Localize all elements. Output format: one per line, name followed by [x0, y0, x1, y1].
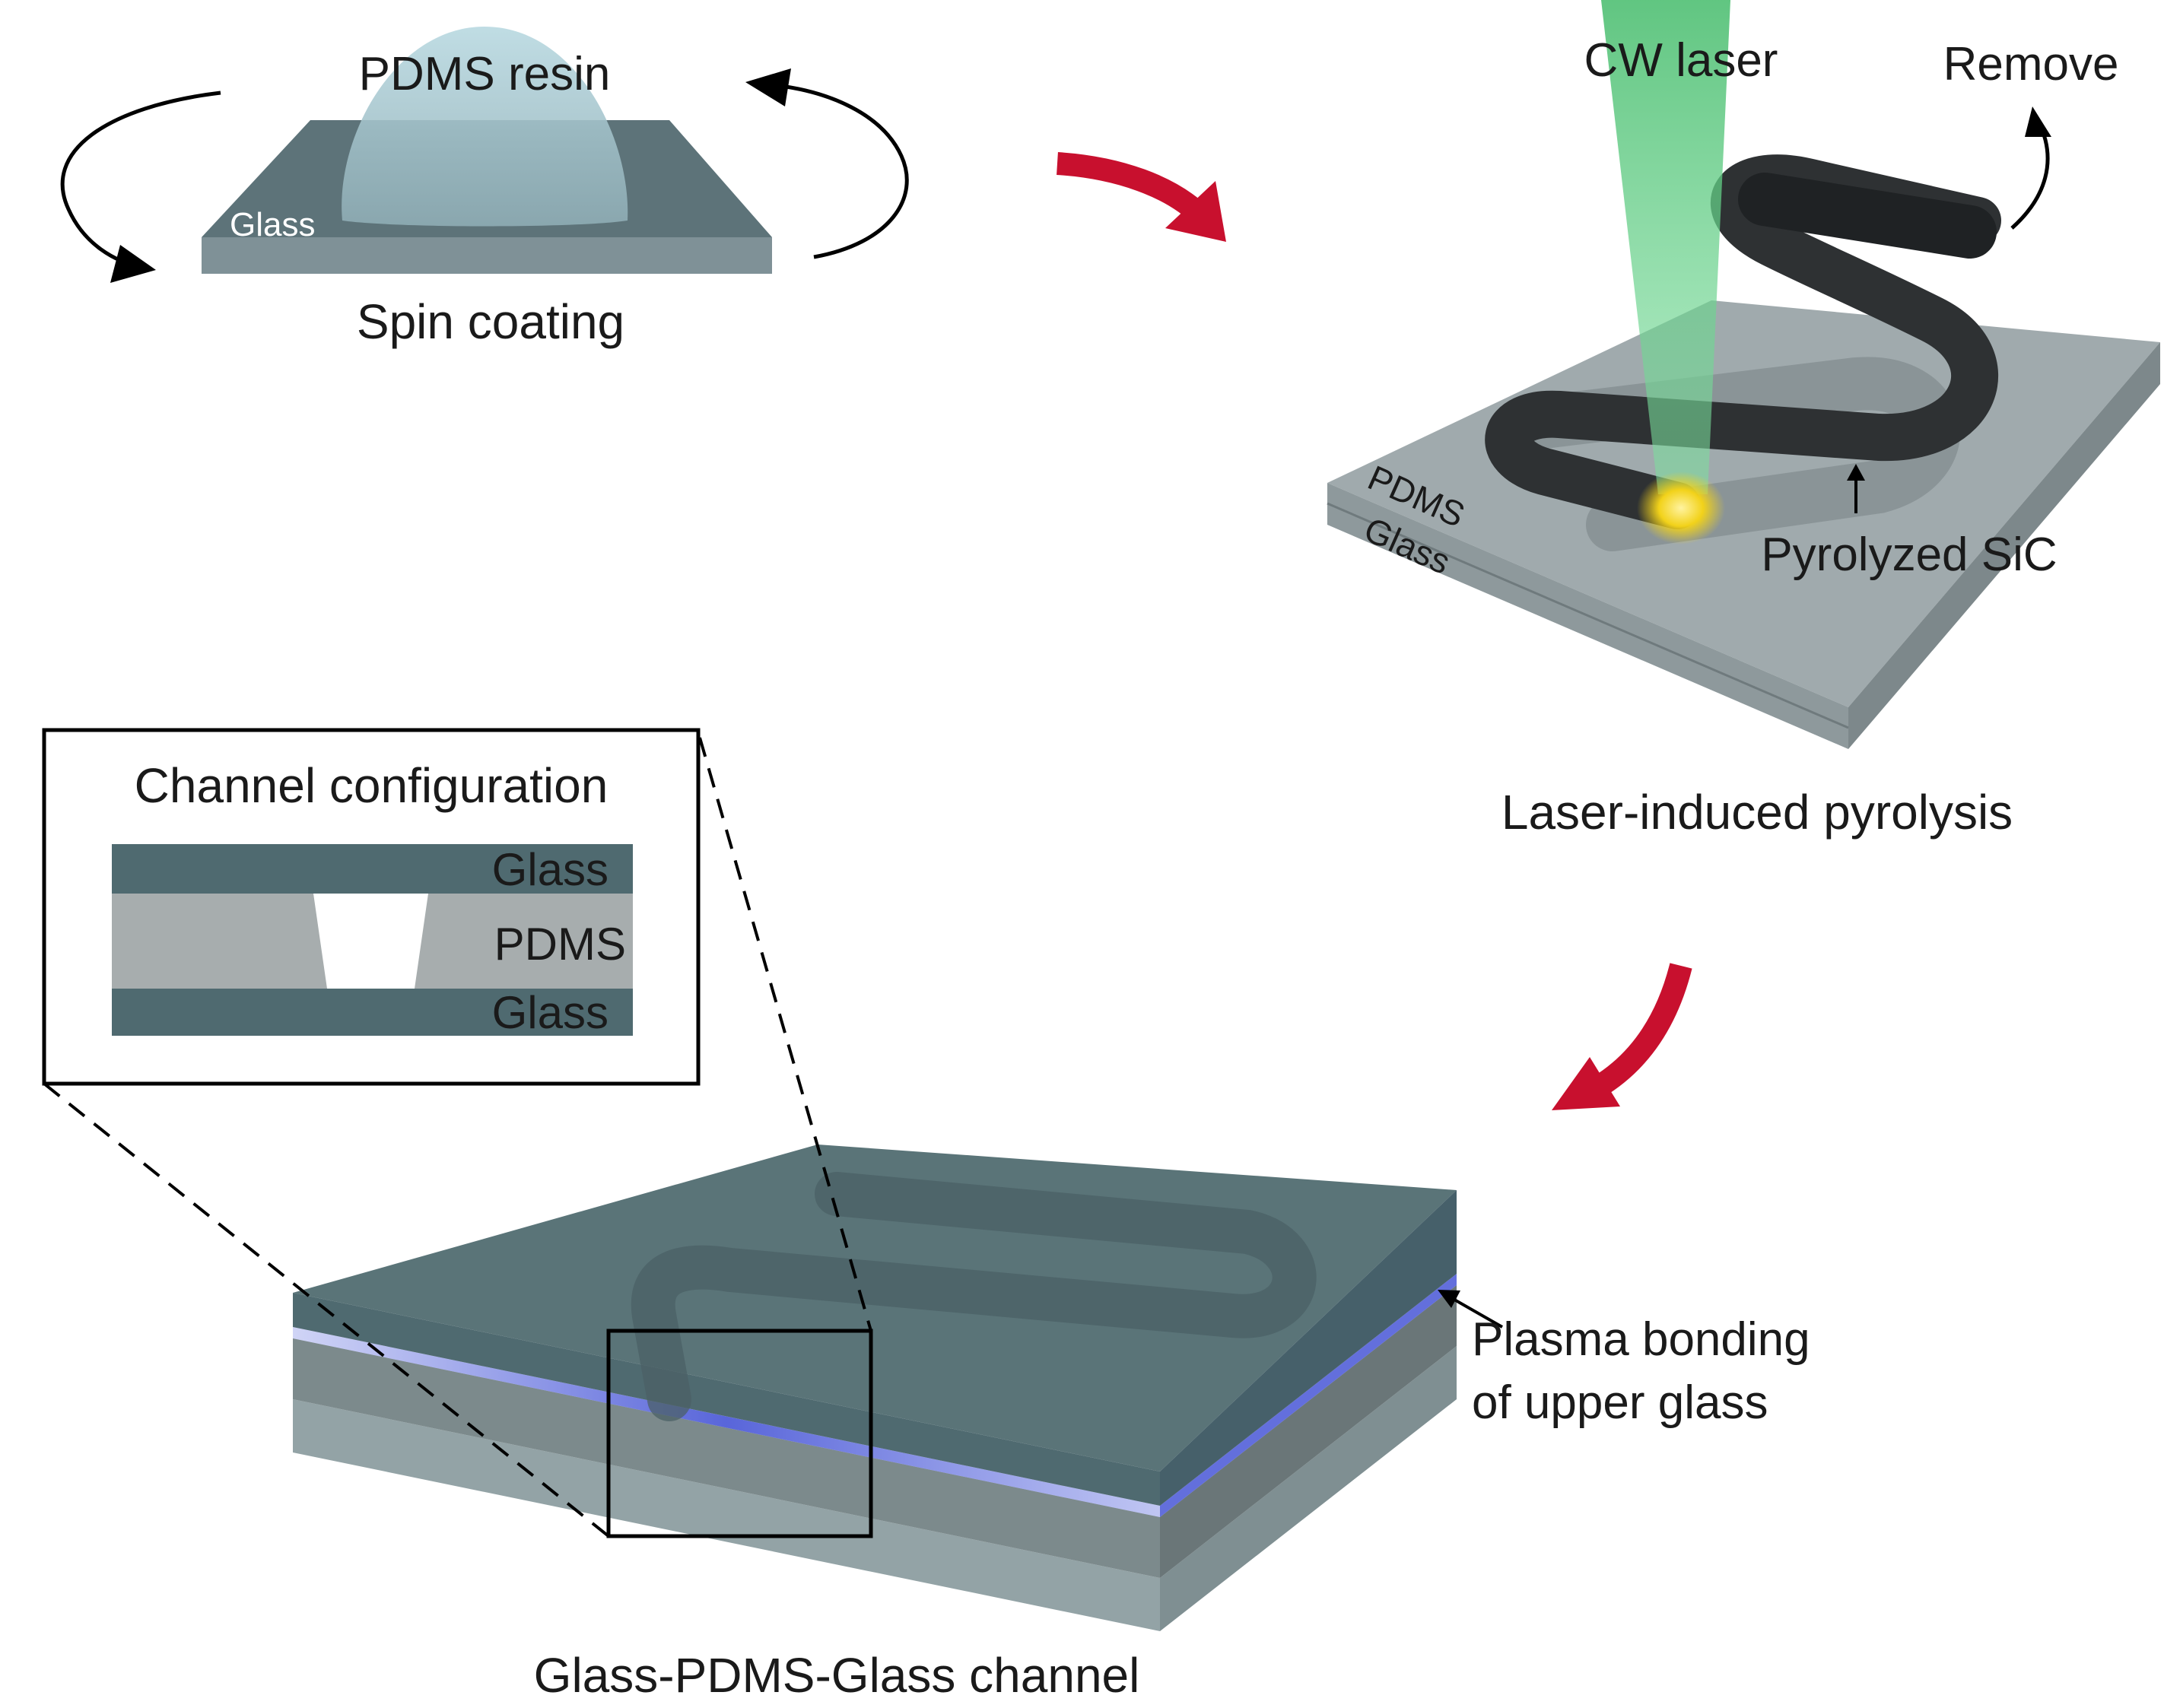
pdms-resin-dome [342, 27, 628, 227]
zoom-connector-left [43, 1082, 610, 1538]
laser-pyrolysis-step: CW laser Remove PDMS Glass Pyrolyzed SiC… [1327, 0, 2160, 840]
bottom-glass-side [1160, 1346, 1457, 1631]
plasma-bonding-label-line2: of upper glass [1472, 1376, 1768, 1429]
remove-arrowhead [2025, 106, 2051, 137]
bond-pointer-head [1438, 1290, 1460, 1308]
pdms-resin-label: PDMS resin [359, 48, 611, 100]
channel-configuration-inset: Channel configuration Glass PDMS Glass [42, 728, 701, 1086]
sic-pointer-head [1847, 464, 1865, 481]
bond-pointer-line [1448, 1295, 1503, 1329]
rotation-arrowhead-left [110, 245, 156, 283]
sic-raised-tail [1738, 173, 1997, 259]
bonded-channel-step: Plasma bonding of upper glass Glass-PDMS… [43, 737, 1810, 1703]
upper-glass-front [293, 1293, 1160, 1506]
inset-lower-glass [112, 989, 633, 1036]
pdms-layer-front [293, 1338, 1160, 1578]
laser-pyrolysis-caption: Laser-induced pyrolysis [1501, 785, 2013, 840]
pdms-layer-side [1160, 1285, 1457, 1578]
rotation-arrow-right [774, 83, 909, 259]
plasma-bond-layer-side [1160, 1274, 1457, 1517]
inset-label-pdms: PDMS [494, 919, 626, 970]
cw-laser-label: CW laser [1584, 34, 1778, 87]
embedded-channel [631, 1172, 1317, 1421]
spin-coating-step: PDMS resin Glass Spin coating [60, 27, 909, 349]
spin-coating-caption: Spin coating [357, 294, 624, 349]
bonded-channel-caption: Glass-PDMS-Glass channel [534, 1648, 1140, 1703]
zoom-region-box [606, 1329, 873, 1538]
pdms-glass-slab-side [1848, 342, 2160, 749]
glass-substrate-front [202, 237, 772, 274]
laser-spot [1637, 471, 1725, 544]
plasma-bonding-label-line1: Plasma bonding [1472, 1313, 1810, 1366]
glass-substrate-label: Glass [230, 206, 315, 243]
pyrolyzed-sic-label: Pyrolyzed SiC [1761, 529, 2057, 581]
inset-upper-glass [112, 844, 633, 894]
plasma-bond-layer-front [293, 1327, 1160, 1517]
cw-laser-beam [1601, 0, 1730, 494]
remove-arrow [2010, 120, 2050, 230]
upper-glass-side [1160, 1190, 1457, 1506]
inset-label-lower-glass: Glass [492, 987, 609, 1038]
rotation-arrow-left [60, 90, 221, 270]
bottom-glass-front [293, 1399, 1160, 1631]
process-arrow-2 [1552, 963, 1692, 1110]
pyrolyzed-sic-path [1485, 154, 2001, 529]
inset-channel-cavity [313, 894, 428, 989]
inset-label-upper-glass: Glass [492, 844, 609, 895]
remove-label: Remove [1943, 38, 2119, 90]
process-arrow-1 [1057, 152, 1226, 242]
rotation-arrowhead-right [745, 68, 791, 106]
inset-title: Channel configuration [135, 758, 609, 813]
zoom-connector-right [698, 737, 872, 1332]
